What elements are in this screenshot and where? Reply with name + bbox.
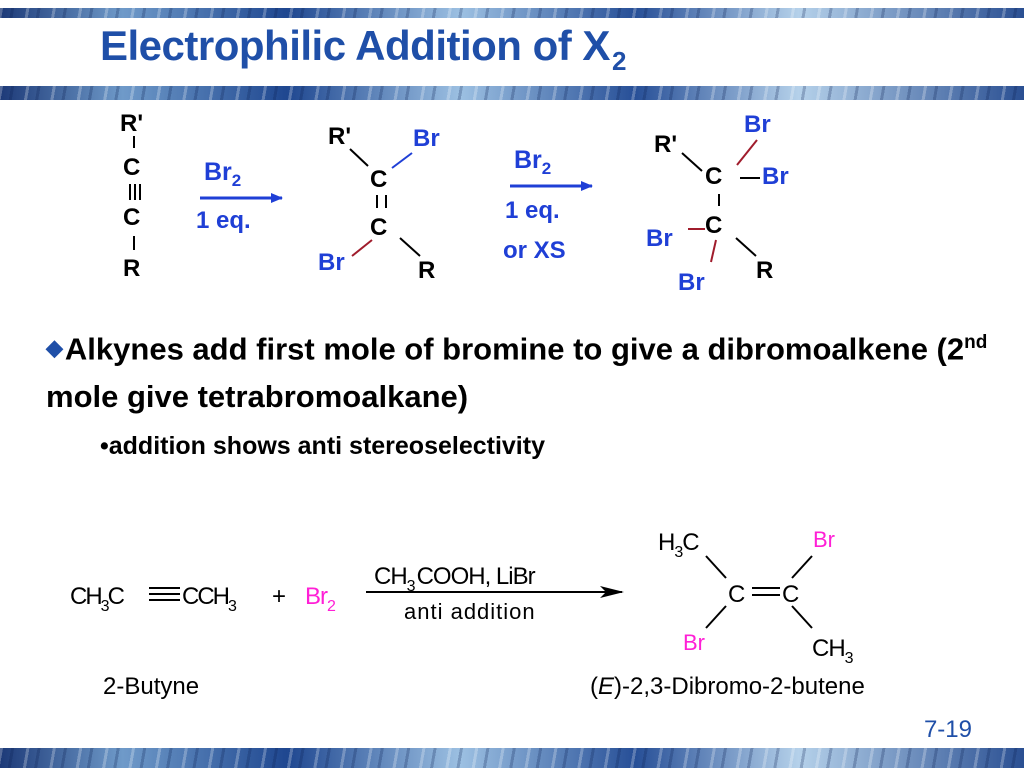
dibromide-bottom-right-substituent: R [418, 257, 435, 284]
reactant-name: 2-Butyne [103, 673, 199, 700]
product-bottom-right-methyl: CH3 [812, 635, 854, 667]
alkyne-structure: R' C C R [120, 110, 143, 282]
diamond-bullet-icon: ◆ [46, 335, 63, 361]
alkyne-top-substituent: R' [120, 110, 143, 137]
product-name: (E)-2,3-Dibromo-2-butene [590, 673, 865, 700]
product-top-right-bromine: Br [813, 527, 835, 552]
dibromide-bond-top-right [391, 152, 413, 169]
footer-band [0, 748, 1024, 768]
bromine-reagent: Br2 [305, 583, 336, 615]
header-band-bottom [0, 86, 1024, 100]
tetrabromide-bottom-right-substituent: R [756, 257, 773, 284]
dibromide-top-left-substituent: R' [328, 123, 351, 150]
tetrabromide-bond-bottom-bromine [710, 239, 717, 263]
dibromoalkene-structure: R' Br C C Br R [318, 123, 440, 284]
tetrabromide-top-left-substituent: R' [654, 131, 677, 158]
reaction-arrow-1: Br2 1 eq. [196, 158, 283, 234]
dibromobutene-structure: H3C Br C C Br CH3 [658, 527, 855, 667]
product-top-left-methyl: H3C [658, 529, 699, 561]
arrow3-mode: anti addition [404, 599, 536, 624]
product-bond-bottom-left [705, 605, 727, 629]
product-bond-top-left [705, 555, 727, 579]
slide-title: Electrophilic Addition of X2 [100, 22, 626, 76]
alkyne-carbon-1: C [123, 154, 140, 181]
arrow1-condition: 1 eq. [196, 207, 251, 234]
tetrabromide-left-bromine: Br [646, 225, 673, 252]
tetrabromide-bond-top-left [681, 152, 703, 172]
tetrabromide-bottom-bromine: Br [678, 269, 705, 296]
butyne-structure: CH3C CCH3 + Br2 [70, 583, 337, 615]
tetrabromoalkane-structure: Br R' C Br C Br Br R [646, 111, 789, 296]
dibromide-carbon-2: C [370, 214, 387, 241]
arrow2-condition-1: 1 eq. [505, 197, 560, 224]
butyne-right-group: CCH3 [182, 583, 237, 615]
product-bond-bottom-right [791, 605, 813, 629]
arrow2-condition-2: or XS [503, 237, 566, 264]
dibromide-bond-top-left [349, 148, 369, 167]
header-band-top [0, 8, 1024, 18]
bullet-main: ◆Alkynes add first mole of bromine to gi… [46, 320, 1006, 419]
tetrabromide-top-bromine: Br [744, 111, 771, 138]
dibromide-top-right-bromine: Br [413, 125, 440, 152]
bullet-sub: •addition shows anti stereoselectivity [100, 432, 545, 460]
dibromide-bond-bottom-right [399, 237, 421, 257]
dibromide-carbon-1: C [370, 166, 387, 193]
product-bond-top-right [791, 555, 813, 579]
page-number: 7-19 [923, 716, 972, 743]
alkyne-bottom-substituent: R [123, 255, 140, 282]
tetrabromide-carbon-1: C [705, 163, 722, 190]
butyne-left-group: CH3C [70, 583, 125, 615]
tetrabromide-bond-top-bromine [736, 139, 758, 166]
reaction-scheme-alkyne-bromination: R' C C R Br2 1 eq. R' Br C C Br R Br2 1 … [120, 110, 789, 296]
bullet-main-text-1: Alkynes add first mole of bromine to giv… [64, 331, 965, 367]
tetrabromide-bond-bottom-right [735, 237, 757, 257]
product-carbon-2: C [782, 581, 799, 608]
arrow2-reagent: Br2 [514, 146, 551, 178]
reaction-arrow-3: CH3COOH, LiBr anti addition [366, 563, 624, 624]
tetrabromide-carbon-2: C [705, 212, 722, 239]
reaction-arrow-2: Br2 1 eq. or XS [503, 146, 593, 264]
slide-title-text: Electrophilic Addition of X [100, 22, 610, 69]
plus-sign: + [272, 583, 286, 610]
product-bottom-left-bromine: Br [683, 630, 705, 655]
arrow1-reagent: Br2 [204, 158, 241, 190]
alkyne-carbon-2: C [123, 204, 140, 231]
bullet-main-superscript: nd [964, 332, 988, 353]
tetrabromide-right-bromine: Br [762, 163, 789, 190]
dibromide-bottom-left-bromine: Br [318, 249, 345, 276]
product-carbon-1: C [728, 581, 745, 608]
slide-title-subscript: 2 [611, 46, 626, 76]
bullet-main-text-2: mole give tetrabromoalkane) [46, 379, 469, 415]
dibromide-bond-bottom-left [351, 239, 373, 257]
arrow3-conditions: CH3COOH, LiBr [374, 563, 536, 595]
